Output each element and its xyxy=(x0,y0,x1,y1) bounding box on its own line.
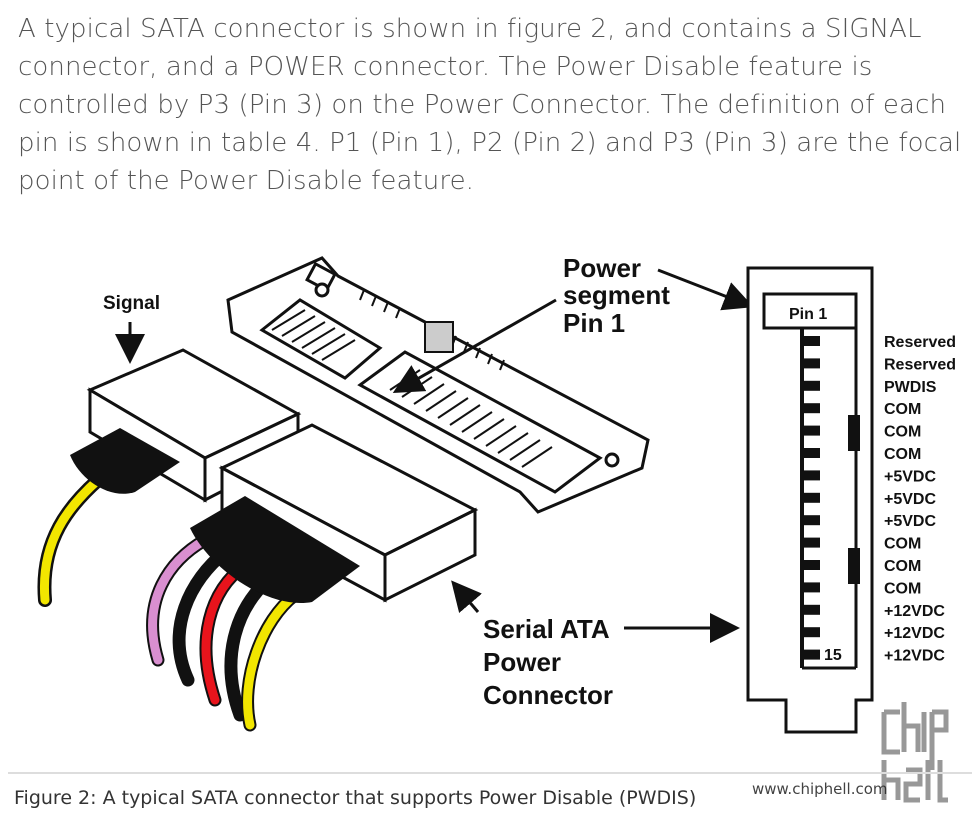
pinout-diagram xyxy=(746,266,874,734)
pin-definition-10: COM xyxy=(884,536,921,553)
sata-receptacle xyxy=(226,256,650,514)
pin-definition-9: +5VDC xyxy=(884,513,936,530)
pin-definition-15: +12VDC xyxy=(884,648,945,665)
pin-contact xyxy=(802,336,820,346)
pin-definition-13: +12VDC xyxy=(884,603,945,620)
signal-label: Signal xyxy=(103,293,160,314)
figure-caption: Figure 2: A typical SATA connector that … xyxy=(14,787,697,809)
pin-15-label: 15 xyxy=(824,647,842,664)
pin-contact xyxy=(802,515,820,526)
pin-definition-11: COM xyxy=(884,558,921,575)
pin-contact xyxy=(802,582,820,593)
pin-definition-1: Reserved xyxy=(884,334,956,351)
pin-contact xyxy=(802,492,820,503)
pin-contact xyxy=(802,380,820,391)
pin-contact xyxy=(802,537,820,548)
pin-contact xyxy=(802,560,820,570)
pin-contact xyxy=(802,448,820,458)
power-segment-label-2: segment xyxy=(563,280,670,310)
pin-contact xyxy=(802,470,820,481)
pin-definition-5: COM xyxy=(884,424,921,441)
pin-definition-8: +5VDC xyxy=(884,491,936,508)
pin-contact xyxy=(802,358,820,369)
serial-ata-label-2: Power xyxy=(483,647,561,677)
power-plug xyxy=(146,423,479,732)
signal-plug xyxy=(37,348,302,607)
pin-definition-7: +5VDC xyxy=(884,468,936,485)
pin-definition-14: +12VDC xyxy=(884,625,945,642)
power-segment-label-3: Pin 1 xyxy=(563,308,625,338)
chiphell-logo xyxy=(881,702,949,803)
watermark-url: www.chiphell.com xyxy=(752,780,888,798)
pin-definition-3: PWDIS xyxy=(884,379,937,396)
caption-divider xyxy=(8,772,972,774)
pin-contact xyxy=(802,604,820,615)
pin-1-label: Pin 1 xyxy=(789,306,827,323)
pin-definition-6: COM xyxy=(884,446,921,463)
pin-definition-2: Reserved xyxy=(884,356,956,373)
serial-ata-label-3: Connector xyxy=(483,680,613,710)
pin-contact xyxy=(802,425,820,436)
pin-contact xyxy=(802,649,820,660)
pin-definition-4: COM xyxy=(884,401,921,418)
pin-definition-12: COM xyxy=(884,580,921,597)
pin-contact xyxy=(802,627,820,638)
serial-ata-label-1: Serial ATA xyxy=(483,614,610,644)
intro-paragraph: A typical SATA connector is shown in fig… xyxy=(18,14,962,196)
power-segment-label-1: Power xyxy=(563,253,641,283)
pin-contact xyxy=(802,403,820,414)
